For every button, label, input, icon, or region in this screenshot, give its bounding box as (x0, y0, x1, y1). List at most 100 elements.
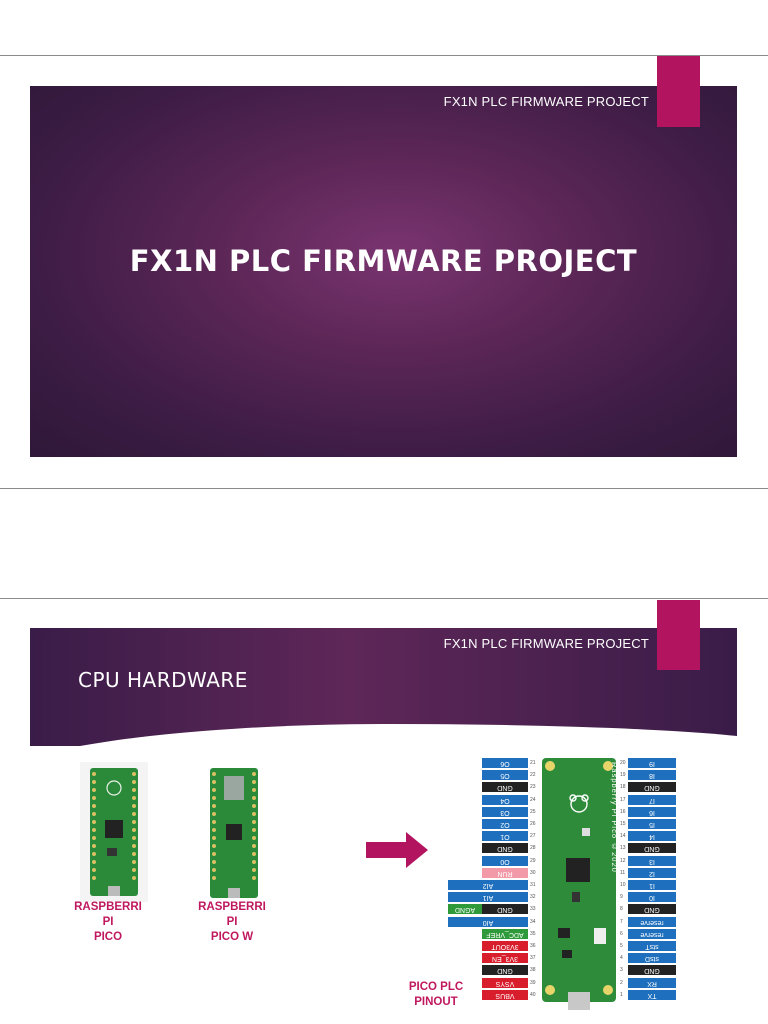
page-divider-middle (0, 488, 768, 489)
left-pin-number: 24 (530, 796, 536, 803)
right-pin-number: 13 (620, 845, 626, 852)
pico-w-caption: RASPBERRI PI PICO W (192, 900, 272, 945)
pico-w-caption-line1: RASPBERRI PI (198, 901, 266, 928)
left-pin-label: RUN (482, 867, 528, 878)
right-pin-label: I4 (628, 831, 676, 842)
left-pin-label: GND (482, 904, 528, 915)
slide-title: FX1N PLC FIRMWARE PROJECT (129, 244, 638, 278)
right-pin-number: 20 (620, 760, 626, 766)
slide-header-label: FX1N PLC FIRMWARE PROJECT (443, 636, 649, 651)
left-pin-number: 33 (530, 906, 536, 913)
left-pin-label: O1 (482, 831, 528, 842)
right-arrow-icon (366, 832, 428, 868)
left-pin-label: GND (482, 843, 528, 854)
left-pin-label: O6 (482, 758, 528, 768)
right-pin-label: GND (628, 965, 676, 976)
slide-title: CPU HARDWARE (78, 668, 248, 692)
right-pin-label: GND (628, 904, 676, 915)
pico-caption: RASPBERRI PI PICO (68, 900, 148, 945)
left-pin-number: 38 (530, 967, 536, 974)
left-pin-number: 21 (530, 760, 536, 766)
left-pin-label: ADC_VREF (482, 928, 528, 939)
pico-board-drawing (542, 758, 616, 1010)
right-pin-number: 9 (620, 894, 623, 901)
raspberry-pi-pico-image (80, 762, 148, 902)
pinout-caption: PICO PLC PINOUT (396, 980, 476, 1010)
page-divider-lower (0, 598, 768, 599)
pico-caption-line1: RASPBERRI PI (74, 901, 142, 928)
left-pin-label: 3V3OUT (482, 941, 528, 951)
accent-bar (657, 600, 700, 670)
right-pin-label: stsT (628, 941, 676, 951)
left-pin-label: VBUS (482, 989, 528, 1000)
left-pin-number: 25 (530, 808, 536, 815)
right-pin-label: I1 (628, 880, 676, 890)
raspberry-pi-pico-w-image (210, 768, 258, 898)
left-pin-label: O2 (482, 819, 528, 829)
left-pin-label: VSYS (482, 977, 528, 988)
left-pin-number: 27 (530, 833, 536, 840)
left-pin-number: 36 (530, 943, 536, 949)
right-pin-number: 15 (620, 821, 626, 827)
left-pin-label: AI2 (448, 880, 528, 890)
left-pin-label: O3 (482, 806, 528, 817)
left-pin-label: O5 (482, 770, 528, 781)
pinout-caption-line1: PICO PLC (408, 981, 464, 993)
board-silkscreen-text: Raspberry Pi Pico ©2020 (610, 762, 619, 873)
right-pin-number: 19 (620, 772, 626, 779)
page-divider-top (0, 55, 768, 56)
title-slide: FX1N PLC FIRMWARE PROJECT FX1N PLC FIRMW… (30, 86, 737, 457)
right-pin-number: 5 (620, 943, 623, 949)
accent-bar (657, 56, 700, 127)
right-pin-label: GND (628, 843, 676, 854)
left-pin-label: AI1 (448, 892, 528, 903)
right-pin-number: 2 (620, 979, 623, 986)
right-pin-label: I8 (628, 770, 676, 781)
right-pin-number: 16 (620, 808, 626, 815)
right-pin-label: I5 (628, 819, 676, 829)
right-pin-number: 18 (620, 784, 626, 791)
left-pin-label: GND (482, 782, 528, 793)
left-pin-label: O4 (482, 794, 528, 805)
right-pin-number: 1 (620, 991, 623, 998)
left-pin-number: 34 (530, 918, 536, 925)
left-pin-number: 40 (530, 991, 536, 998)
left-pin-number: 39 (530, 979, 536, 986)
right-pin-number: 14 (620, 833, 626, 840)
left-pin-number: 28 (530, 845, 536, 852)
right-pin-label: TX (628, 989, 676, 1000)
agnd-pin-label: AGND (448, 904, 482, 915)
right-pin-label: RX (628, 977, 676, 988)
left-pin-label: GND (482, 965, 528, 976)
right-pin-number: 3 (620, 967, 623, 974)
right-pin-number: 8 (620, 906, 623, 913)
right-pin-number: 6 (620, 930, 623, 937)
left-pin-label: AI0 (448, 916, 528, 927)
slide-header-label: FX1N PLC FIRMWARE PROJECT (443, 94, 649, 109)
left-pin-label: 3V3_EN (482, 953, 528, 964)
left-pin-number: 37 (530, 955, 536, 962)
right-pin-label: reserve (628, 916, 676, 927)
left-pin-number: 26 (530, 821, 536, 827)
left-pin-number: 29 (530, 857, 536, 864)
right-pin-number: 11 (620, 869, 626, 876)
left-pin-number: 23 (530, 784, 536, 791)
right-pin-number: 4 (620, 955, 623, 962)
left-pin-label: O0 (482, 855, 528, 866)
right-pin-number: 12 (620, 857, 626, 864)
right-pin-label: I2 (628, 867, 676, 878)
right-pin-number: 10 (620, 882, 626, 888)
right-pin-label: I3 (628, 855, 676, 866)
right-pin-label: I0 (628, 892, 676, 903)
pico-caption-line2: PICO (93, 931, 123, 943)
left-pin-number: 32 (530, 894, 536, 901)
left-pin-number: 22 (530, 772, 536, 779)
right-pin-label: I7 (628, 794, 676, 805)
right-pin-number: 7 (620, 918, 623, 925)
pinout-caption-line2: PINOUT (414, 996, 458, 1008)
cpu-hardware-slide: FX1N PLC FIRMWARE PROJECT CPU HARDWARE R… (30, 628, 737, 1018)
right-pin-number: 17 (620, 796, 626, 803)
right-pin-label: I6 (628, 806, 676, 817)
left-pin-number: 31 (530, 882, 536, 888)
